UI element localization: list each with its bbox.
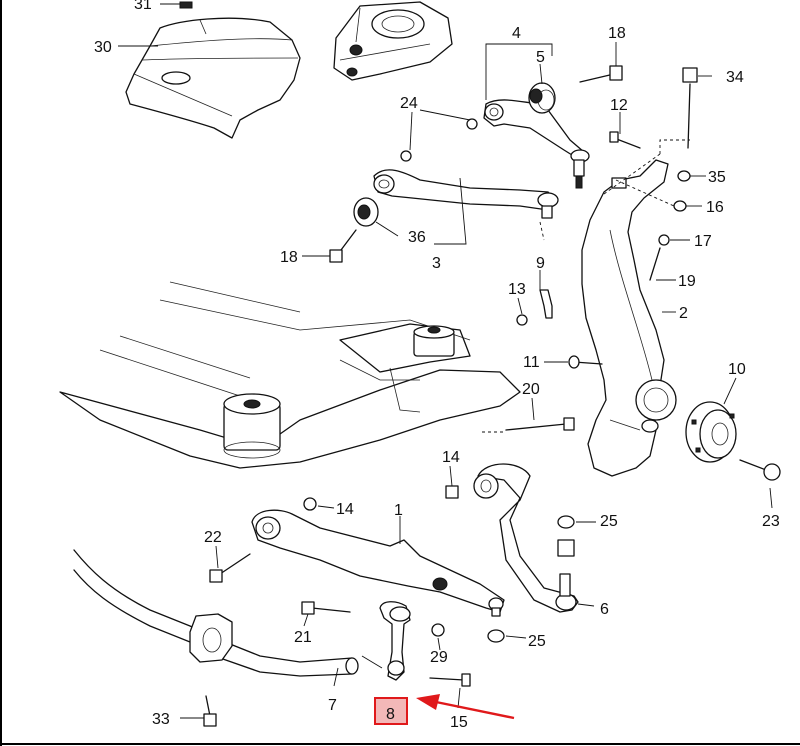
bolt-15 [429, 673, 471, 687]
callout-12: 12 [610, 97, 628, 114]
nut-16 [673, 200, 687, 212]
part-31-bolt [179, 1, 193, 9]
part-4-upper-arm [483, 99, 590, 189]
callout-16: 16 [706, 199, 724, 216]
callout-6: 6 [600, 601, 609, 618]
bolt-18-upper [579, 65, 623, 83]
nut-25-upper [557, 515, 575, 529]
nut-14-lower [303, 497, 317, 511]
part-3-upper-arm [373, 169, 559, 219]
callout-10: 10 [728, 361, 746, 378]
callout-29: 29 [430, 649, 448, 666]
part-6-lower-arm [473, 463, 579, 613]
callout-4: 4 [512, 25, 521, 42]
stabiliser-clamp [189, 613, 233, 663]
callout-31: 31 [134, 0, 152, 13]
bolt-33 [203, 695, 217, 727]
part-1-lower-arm [251, 509, 505, 617]
callout-25a: 25 [600, 513, 618, 530]
callout-2: 2 [679, 305, 688, 322]
callout-labels: 1 2 3 4 5 6 7 8 9 10 11 12 13 14 14 15 1… [94, 0, 780, 731]
callout-30: 30 [94, 39, 112, 56]
bolt-18-lower [329, 229, 357, 263]
callout-13: 13 [508, 281, 526, 298]
bolt-34 [682, 67, 698, 149]
callout-35: 35 [708, 169, 726, 186]
callout-17: 17 [694, 233, 712, 250]
callout-18b: 18 [280, 249, 298, 266]
highlight-arrow [416, 694, 515, 720]
callout-9: 9 [536, 255, 545, 272]
callout-36: 36 [408, 229, 426, 246]
callout-21: 21 [294, 629, 312, 646]
callout-20: 20 [522, 381, 540, 398]
callout-8: 8 [386, 706, 395, 723]
bolt-21 [301, 601, 351, 615]
callout-19: 19 [678, 273, 696, 290]
callout-7: 7 [328, 697, 337, 714]
part-30-cover [125, 17, 301, 139]
callout-23: 23 [762, 513, 780, 530]
bolt-19 [649, 247, 661, 281]
subframe-rear-mount [413, 325, 455, 357]
nut-14-upper [445, 485, 459, 499]
callout-25b: 25 [528, 633, 546, 650]
callout-33: 33 [152, 711, 170, 728]
callout-3: 3 [432, 255, 441, 272]
callout-5: 5 [536, 49, 545, 66]
sleeve [557, 539, 575, 557]
callout-1: 1 [394, 502, 403, 519]
bolt-23 [739, 459, 781, 481]
callout-34: 34 [726, 69, 744, 86]
part-2-steering-knuckle [581, 159, 677, 477]
bolt-11 [568, 355, 603, 369]
callout-14a: 14 [442, 449, 460, 466]
part-5-bush [528, 82, 556, 114]
callout-11: 11 [523, 354, 540, 371]
nut-29 [431, 623, 445, 637]
bolt-22 [209, 553, 251, 583]
subframe-front-mount [223, 393, 281, 459]
strut-top-mount [333, 1, 453, 81]
nut-35 [677, 170, 691, 182]
callout-15: 15 [450, 714, 468, 731]
part-36-bush [353, 197, 379, 227]
subframe [59, 281, 521, 469]
callout-14b: 14 [336, 501, 354, 518]
nut-25-lower [487, 629, 505, 643]
part-10-wheel-hub [685, 401, 737, 463]
bolt-12 [609, 131, 641, 149]
leader-lines [118, 3, 773, 719]
callout-22: 22 [204, 529, 222, 546]
bolt-13 [516, 314, 528, 326]
highlight-box [374, 697, 408, 725]
nut-24 [400, 118, 478, 162]
callout-24: 24 [400, 95, 418, 112]
part-8-coupling-rod [379, 601, 411, 681]
bolt-20 [505, 417, 575, 431]
nut-17 [658, 234, 670, 246]
part-9-bracket [539, 289, 553, 319]
callout-18a: 18 [608, 25, 626, 42]
